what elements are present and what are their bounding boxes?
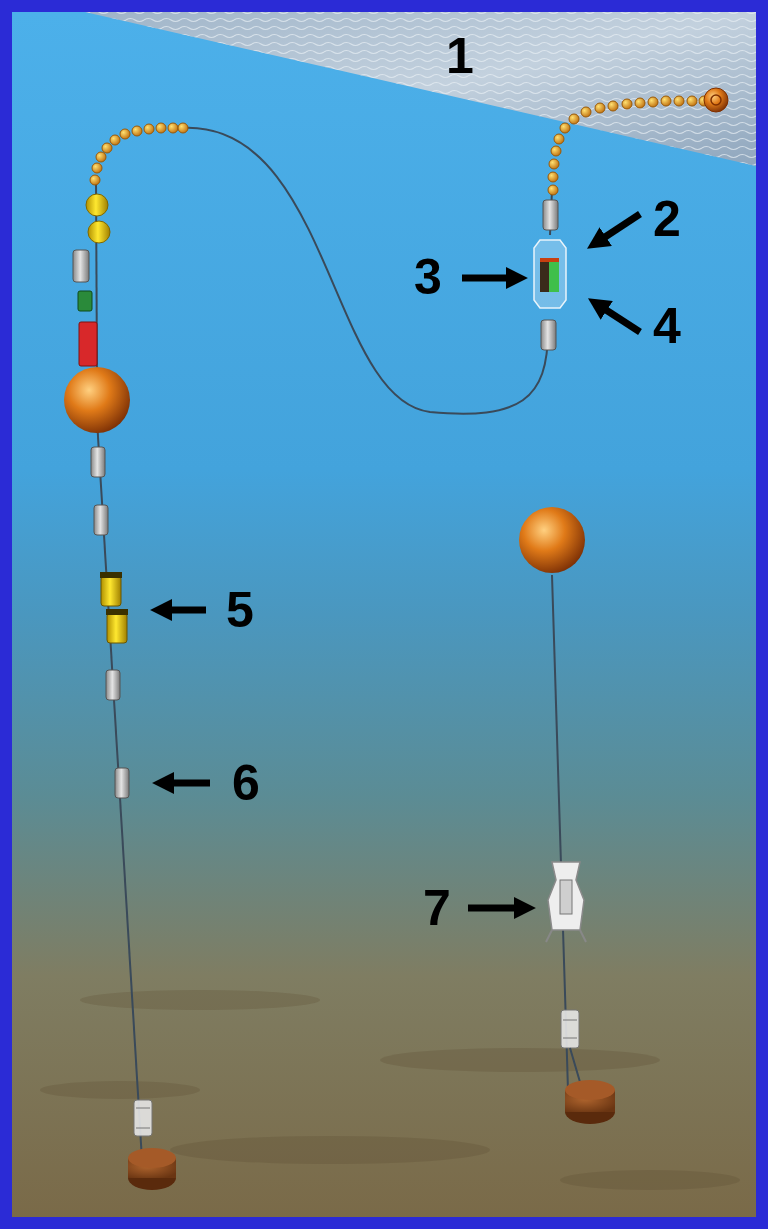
callout-number: 5 (226, 585, 254, 635)
callout-number: 4 (653, 301, 681, 351)
callout-arrow (468, 905, 518, 912)
callout-arrow (168, 607, 206, 614)
callout-arrow (170, 780, 210, 787)
callout-arrow (462, 275, 510, 282)
callout-number: 6 (232, 758, 260, 808)
callout-arrow (602, 214, 640, 239)
callout-number: 2 (653, 194, 681, 244)
callout-number: 1 (446, 31, 474, 81)
callout-number: 3 (414, 252, 442, 302)
callout-number: 7 (423, 883, 451, 933)
callout-arrow (603, 308, 640, 332)
